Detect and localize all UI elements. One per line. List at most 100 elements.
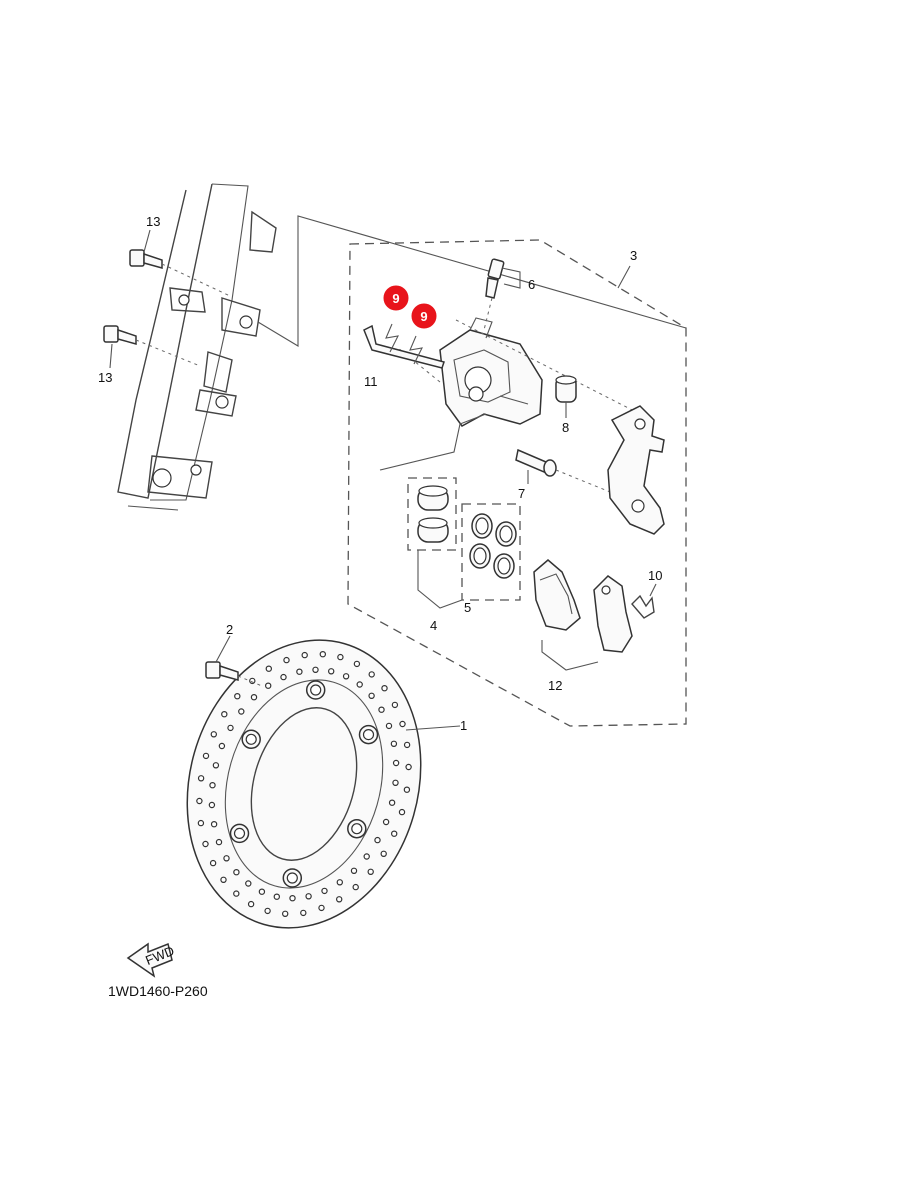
disc-perforation [392, 779, 399, 787]
disc-perforation [220, 876, 227, 884]
disc-perforation [196, 797, 203, 805]
disc-perforation [283, 656, 290, 664]
disc-perforation [403, 741, 411, 749]
disc-perforation [209, 782, 216, 789]
slide-pin [515, 448, 621, 497]
callout-13-lower: 13 [98, 370, 112, 385]
brake-disc [186, 639, 422, 929]
callout-1: 1 [460, 718, 467, 733]
disc-perforation [202, 752, 210, 760]
callout-4: 4 [430, 618, 437, 633]
disc-mount-hole [233, 827, 246, 840]
disc-perforation [352, 883, 359, 891]
disc-perforation [280, 673, 287, 681]
disc-perforation [390, 740, 398, 748]
highlight-callout-9-left: 9 [383, 285, 409, 311]
caliper-body [379, 317, 543, 471]
disc-carrier-ring [224, 679, 384, 889]
callout-7: 7 [518, 486, 525, 501]
disc-perforation [273, 893, 280, 900]
disc-perforation [336, 879, 343, 886]
disc-bolt [205, 635, 263, 687]
pistons [407, 477, 463, 609]
disc-perforation [353, 660, 361, 668]
brake-pads [533, 559, 633, 671]
disc-perforation [233, 869, 240, 876]
disc-perforation [391, 701, 399, 709]
disc-perforation [403, 786, 411, 793]
disc-perforation [300, 909, 307, 917]
disc-perforation [312, 666, 319, 674]
disc-perforation [388, 799, 396, 806]
disc-perforation [210, 731, 217, 738]
drawing-code: 1WD1460-P260 [108, 983, 208, 999]
callout-8: 8 [562, 420, 569, 435]
disc-perforation [319, 651, 326, 658]
disc-perforation [265, 682, 272, 689]
disc-perforation [245, 880, 252, 887]
callout-5: 5 [464, 600, 471, 615]
caliper-assembly-outline [347, 239, 687, 727]
disc-perforation [221, 711, 228, 718]
disc-perforation [382, 818, 390, 826]
svg-text:9: 9 [392, 291, 399, 306]
disc-mount-hole [351, 823, 363, 835]
bolt-13-lower [103, 325, 201, 369]
disc-perforation [305, 893, 312, 900]
callout-10: 10 [648, 568, 662, 583]
highlight-callout-9-right: 9 [411, 303, 437, 329]
disc-perforation [210, 821, 218, 828]
disc-perforation [378, 706, 385, 713]
disc-perforation [265, 665, 272, 672]
caliper-bracket [607, 405, 665, 535]
disc-perforation [399, 720, 406, 728]
pad-pin [363, 323, 445, 369]
disc-perforation [282, 910, 289, 918]
slide-boot [555, 375, 577, 418]
disc-perforation [392, 759, 400, 767]
pad-spring [631, 583, 657, 619]
disc-mount-hole [310, 684, 322, 696]
disc-perforation [296, 668, 303, 675]
disc-mount-hole [362, 728, 375, 741]
disc-perforation [363, 853, 370, 860]
disc-perforation [368, 692, 375, 700]
disc-perforation [234, 693, 241, 700]
disc-perforation [405, 763, 412, 771]
disc-perforation [218, 742, 226, 750]
disc-leader [405, 725, 461, 731]
disc-perforation [197, 775, 205, 782]
disc-perforation [328, 668, 335, 675]
disc-perforation [356, 681, 363, 688]
assembly-leader [617, 265, 631, 289]
disc-perforation [381, 685, 388, 692]
callout-2: 2 [226, 622, 233, 637]
disc-perforation [321, 887, 328, 895]
disc-perforation [380, 850, 387, 858]
disc-perforation [209, 859, 217, 867]
disc-perforation [289, 895, 296, 902]
disc-perforation [249, 677, 256, 685]
disc-perforation [258, 888, 266, 895]
fork-leg [117, 183, 277, 511]
disc-perforation [233, 890, 240, 897]
disc-perforation [215, 838, 223, 846]
disc-perforation [301, 651, 308, 659]
disc-perforation [368, 671, 375, 678]
disc-perforation [247, 900, 255, 908]
disc-perforation [342, 673, 350, 680]
disc-perforation [264, 907, 271, 915]
disc-perforation [391, 830, 398, 837]
disc-perforation [227, 724, 234, 732]
callout-6: 6 [528, 277, 535, 292]
disc-perforation [197, 819, 205, 827]
disc-perforation [374, 836, 381, 844]
disc-perforation [336, 896, 343, 903]
disc-perforation [398, 808, 406, 816]
callout-3: 3 [630, 248, 637, 263]
disc-mount-hole [245, 733, 257, 745]
disc-perforation [212, 762, 220, 769]
disc-perforation [385, 722, 393, 730]
disc-mount-hole [286, 872, 298, 884]
